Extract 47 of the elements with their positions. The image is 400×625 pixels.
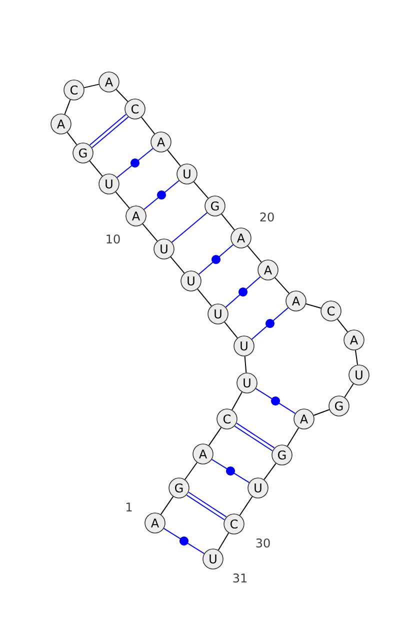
backbone-line — [221, 214, 235, 230]
backbone-line — [286, 427, 300, 447]
base-pair-line — [251, 307, 289, 340]
position-number: 10 — [106, 234, 120, 244]
backbone-line — [208, 427, 222, 446]
backbone-line — [274, 277, 290, 294]
backbone-line — [160, 496, 174, 515]
backbone-line — [247, 245, 262, 263]
backbone-line — [89, 160, 103, 177]
position-number: 30 — [256, 538, 270, 548]
base-pair-line — [234, 422, 275, 452]
backbone-line — [170, 256, 185, 274]
backbone-line — [239, 496, 253, 516]
backbone-line — [197, 288, 212, 306]
base-pair-line — [255, 388, 296, 414]
position-number: 1 — [126, 502, 132, 512]
backbone-line — [184, 462, 198, 480]
backbone-line — [344, 383, 354, 398]
backbone-line — [140, 116, 156, 134]
backbone-line — [354, 350, 358, 366]
base-pair-line — [89, 114, 129, 148]
backbone-line — [142, 223, 158, 242]
base-pair-line — [144, 180, 180, 210]
base-pair-line — [211, 458, 250, 484]
backbone-line — [224, 322, 238, 338]
backbone-line — [116, 89, 128, 102]
backbone-line — [218, 532, 230, 551]
backbone-line — [336, 318, 348, 332]
base-pair-line — [186, 492, 227, 520]
backbone-line — [313, 409, 330, 416]
backbone-line — [64, 99, 71, 115]
backbone-line — [115, 191, 130, 209]
backbone-line — [167, 150, 181, 166]
backbone-line — [193, 181, 209, 199]
base-pair-line — [225, 276, 261, 308]
backbone-line — [244, 356, 247, 374]
position-number: 31 — [233, 573, 247, 583]
base-pair-line — [163, 528, 205, 554]
base-pair-line — [198, 244, 234, 275]
base-pair-line — [116, 148, 154, 178]
backbone-line — [264, 462, 276, 480]
base-pair-line — [171, 212, 208, 243]
position-number: 20 — [260, 212, 274, 222]
backbone-line — [84, 84, 100, 88]
backbone-line — [306, 303, 322, 309]
backbone-line — [232, 392, 242, 410]
backbone-line — [66, 132, 78, 146]
